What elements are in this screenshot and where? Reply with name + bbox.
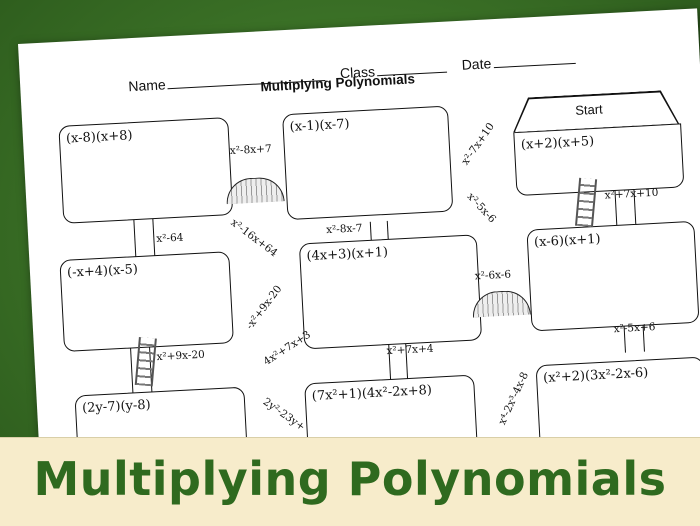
start-label: Start (574, 101, 604, 118)
title-banner (0, 437, 700, 526)
connector-label: x²+9x-20 (156, 348, 206, 364)
connector-label: x²-6x-6 (474, 268, 512, 283)
problem-expression: (4x+3)(x+1) (306, 244, 389, 265)
problem-expression: (-x+4)(x-5) (66, 262, 139, 281)
problem-expression: (x-8)(x+8) (65, 128, 133, 147)
problem-box: (4x+3)(x+1) (298, 234, 483, 350)
problem-box: (x-1)(x-7) (282, 105, 454, 221)
connector-label: x²+7x+4 (386, 342, 434, 358)
problem-expression: (x-1)(x-7) (289, 116, 350, 135)
bridge-icon (225, 176, 285, 205)
banner-title: Multiplying Polynomials (33, 452, 667, 506)
problem-box: (x-6)(x+1) (526, 220, 700, 332)
name-label: Name (127, 76, 167, 95)
problem-expression: (x-6)(x+1) (533, 231, 601, 251)
ladder-icon (134, 337, 157, 387)
connector-label: x²+7x+10 (604, 186, 659, 202)
connector-label: x²-5x-6 (464, 190, 499, 226)
date-field: Date (461, 50, 576, 73)
connector-label: 2y²-23y+ (260, 395, 308, 434)
connector-label: x²-64 (156, 231, 184, 246)
date-label: Date (461, 55, 492, 73)
connector-label: x²-16x+64 (228, 216, 280, 260)
problem-expression: (x+2)(x+5) (520, 133, 595, 153)
problem-expression: (x²+2)(3x²-2x-6) (542, 365, 649, 386)
problem-expression: (7x²+1)(4x²-2x+8) (311, 382, 433, 405)
connector-label: x²-8x-7 (325, 222, 363, 237)
problem-box: (x-8)(x+8) (58, 117, 234, 224)
connector-label: x²-7x+10 (459, 120, 497, 168)
connector-label: x⁴-2x³-4x-8 (496, 370, 531, 427)
path-segment (133, 217, 156, 259)
connector-label: 4x²+7x+3 (261, 328, 313, 368)
connector-label: x²-8x+7 (229, 142, 272, 158)
connector-label: -x²+9x-20 (243, 283, 285, 332)
start-box: (x+2)(x+5) (513, 123, 685, 197)
problem-expression: (2y-7)(y-8) (81, 397, 152, 417)
connector-label: x²-5x+6 (613, 321, 656, 336)
bridge-icon (471, 289, 531, 318)
ladder-icon (575, 177, 598, 228)
